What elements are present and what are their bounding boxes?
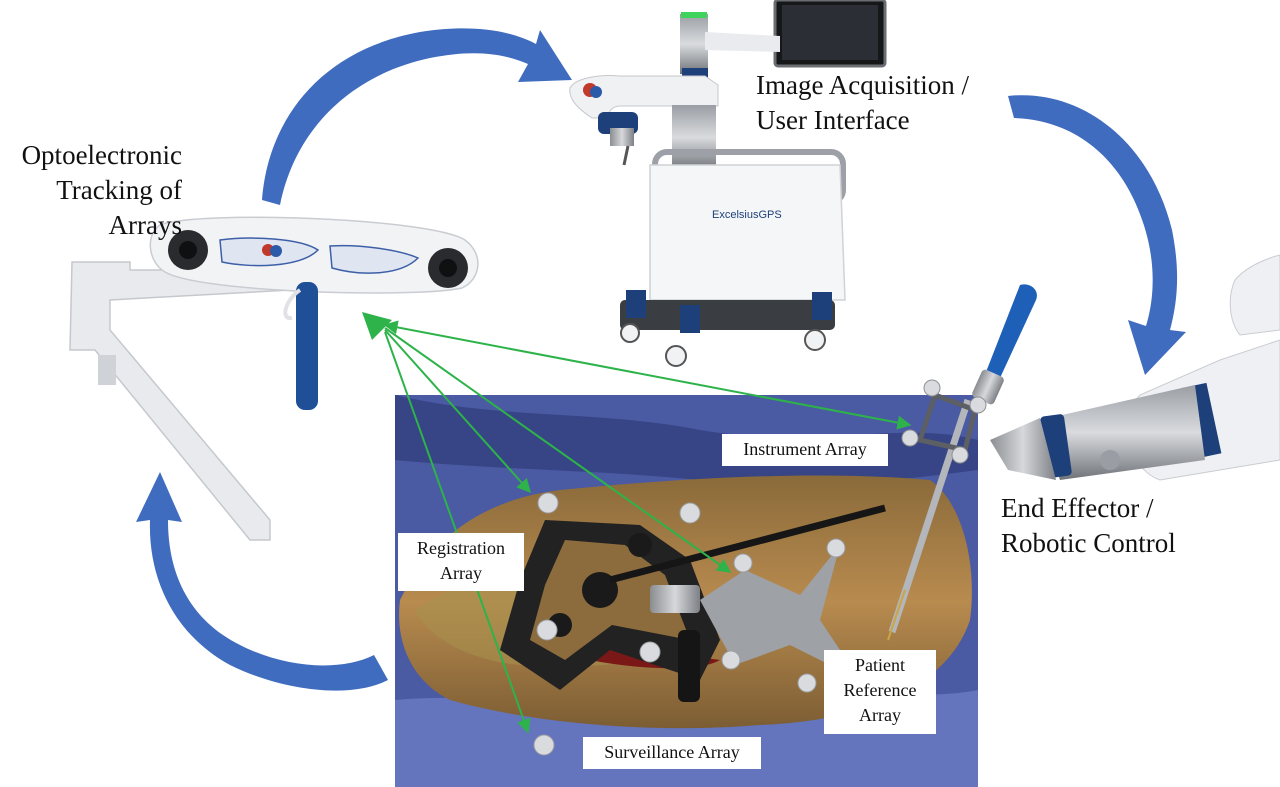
end-effector: [887, 254, 1280, 641]
tracking-rays: [362, 312, 912, 734]
label-surveillance-array: Surveillance Array: [583, 737, 761, 769]
arrow-tracking-to-cart: [262, 28, 572, 205]
ray-patient: [384, 327, 732, 573]
label-instrument-array: Instrument Array: [722, 434, 888, 466]
label-optoelectronic-tracking: Optoelectronic Tracking of Arrays: [21, 140, 182, 240]
arrow-photo-to-tracking: [136, 472, 388, 691]
label-end-effector: End Effector / Robotic Control: [1001, 493, 1176, 558]
arrow-cart-to-effector: [1008, 95, 1186, 375]
ray-source-arrowhead: [362, 312, 392, 340]
label-patient-reference-array: Patient Reference Array: [824, 650, 936, 734]
label-registration-array: Registration Array: [398, 533, 524, 591]
ray-surveillance: [384, 331, 531, 734]
cycle-arrows: [136, 28, 1186, 691]
label-image-acquisition: Image Acquisition / User Interface: [756, 70, 969, 135]
ray-instrument: [383, 320, 912, 430]
robot-cart: ExcelsiusGPS: [569, 0, 887, 367]
ray-registration: [384, 329, 531, 494]
tracking-camera: [69, 216, 479, 541]
cart-brand-text: ExcelsiusGPS: [712, 209, 782, 221]
